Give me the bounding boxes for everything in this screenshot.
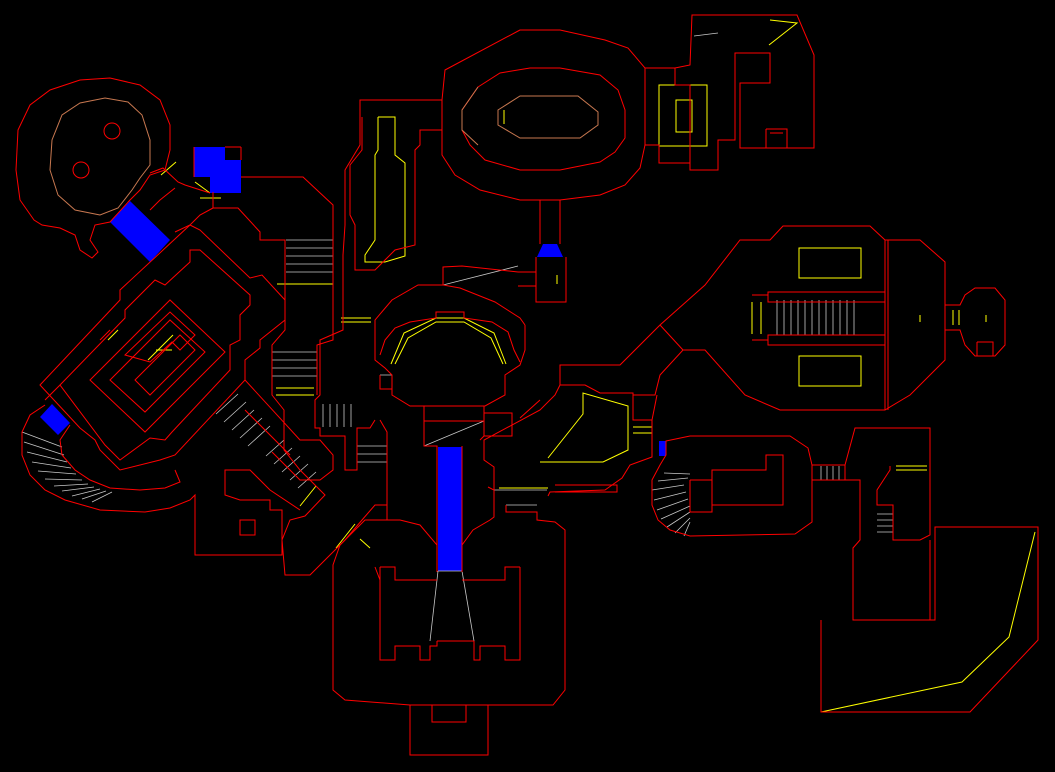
wall-line (423, 406, 513, 572)
wall-line (409, 705, 489, 756)
wall-line (59, 424, 181, 491)
liquid-floor (659, 441, 666, 456)
step-line (322, 404, 352, 427)
wall-line (483, 384, 653, 497)
wall-line (59, 249, 251, 461)
wall-line (21, 404, 301, 556)
wall-line (461, 67, 626, 171)
wall-line (461, 86, 599, 146)
wall-line (645, 14, 815, 171)
wall-line (314, 99, 442, 471)
wall-line (535, 200, 567, 303)
wall-line (124, 311, 196, 363)
step-line (357, 445, 387, 463)
door-line (390, 317, 507, 365)
wall-line (374, 284, 526, 407)
wall-line (379, 311, 521, 363)
wall-line (689, 454, 784, 513)
liquid-floor (194, 147, 241, 193)
wall-line (149, 146, 388, 576)
wall-line (752, 240, 889, 410)
wall-line (44, 329, 111, 401)
liquid-floors (40, 147, 666, 571)
door-line (364, 116, 406, 263)
wall-line (442, 265, 536, 326)
step-line (776, 300, 855, 335)
wall-lines (15, 14, 1039, 756)
wall-line (15, 77, 171, 259)
wall-line (441, 29, 646, 201)
door-line (394, 321, 504, 365)
door-line (798, 247, 862, 279)
wall-line (239, 519, 256, 536)
liquid-floor (537, 244, 563, 257)
door-line (540, 392, 629, 463)
door-line (675, 99, 693, 133)
step-line (215, 393, 317, 489)
liquid-floor (110, 201, 170, 262)
wall-line (559, 225, 946, 421)
wall-line (374, 566, 521, 661)
step-line (820, 466, 893, 533)
wall-line (89, 299, 226, 433)
wall-line (103, 122, 121, 140)
wall-line (149, 187, 214, 233)
step-line (651, 472, 691, 537)
wall-line (72, 161, 90, 179)
wall-line (109, 319, 206, 413)
door-line (798, 355, 862, 387)
step-line (21, 431, 113, 503)
wall-line (39, 224, 286, 471)
wall-line (651, 435, 813, 537)
wall-line (134, 334, 196, 396)
wall-line (765, 128, 788, 148)
wall-line (820, 526, 1039, 713)
liquid-floor (438, 447, 462, 571)
wall-line (945, 287, 1006, 357)
wall-line (49, 97, 151, 216)
wall-line (244, 379, 334, 481)
door-line (768, 19, 799, 46)
step-line (272, 351, 317, 377)
step-line (286, 239, 333, 273)
liquid-floor (40, 404, 70, 435)
wall-line (316, 300, 334, 395)
wall-line (379, 375, 392, 390)
